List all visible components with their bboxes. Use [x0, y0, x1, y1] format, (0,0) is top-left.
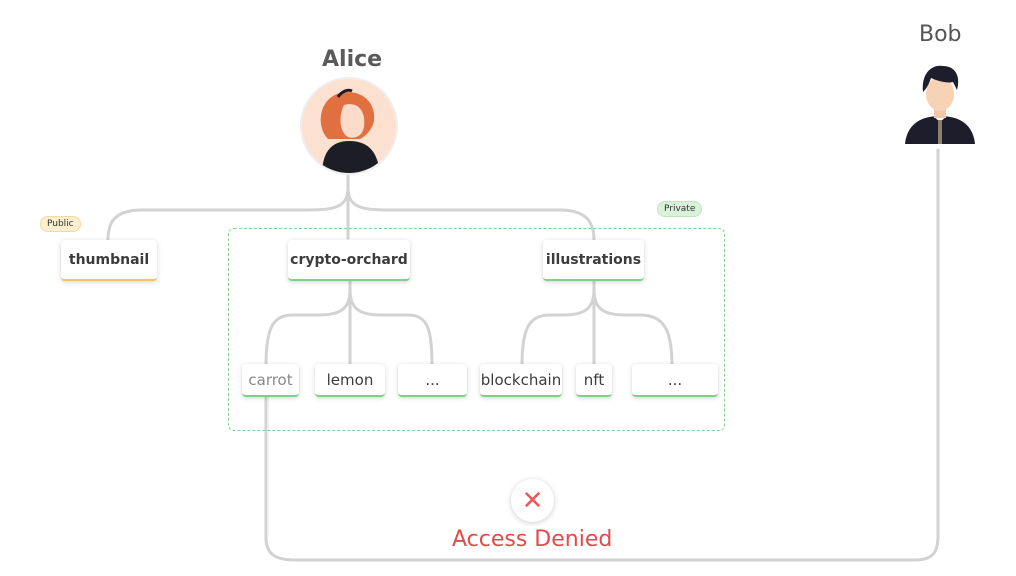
file-lemon[interactable]: lemon	[315, 364, 385, 397]
alice-name: Alice	[322, 47, 383, 72]
folder-crypto-orchard[interactable]: crypto-orchard	[288, 240, 410, 281]
public-badge: Public	[40, 216, 81, 232]
alice-avatar	[300, 77, 398, 175]
alice-avatar-icon	[300, 77, 398, 175]
bob-avatar-icon	[905, 65, 975, 144]
bob-name: Bob	[919, 22, 962, 47]
folder-thumbnail[interactable]: thumbnail	[61, 240, 157, 281]
close-icon: ✕	[511, 479, 554, 522]
private-region	[228, 228, 725, 431]
file-nft[interactable]: nft	[576, 364, 612, 397]
file-illustrations-more[interactable]: ...	[632, 364, 718, 397]
file-orchard-more[interactable]: ...	[398, 364, 467, 397]
file-blockchain[interactable]: blockchain	[480, 364, 562, 397]
private-badge: Private	[657, 201, 703, 217]
bob-avatar	[903, 60, 977, 148]
access-denied-label: Access Denied	[452, 527, 613, 552]
folder-illustrations[interactable]: illustrations	[543, 240, 644, 281]
file-carrot[interactable]: carrot	[242, 364, 299, 397]
